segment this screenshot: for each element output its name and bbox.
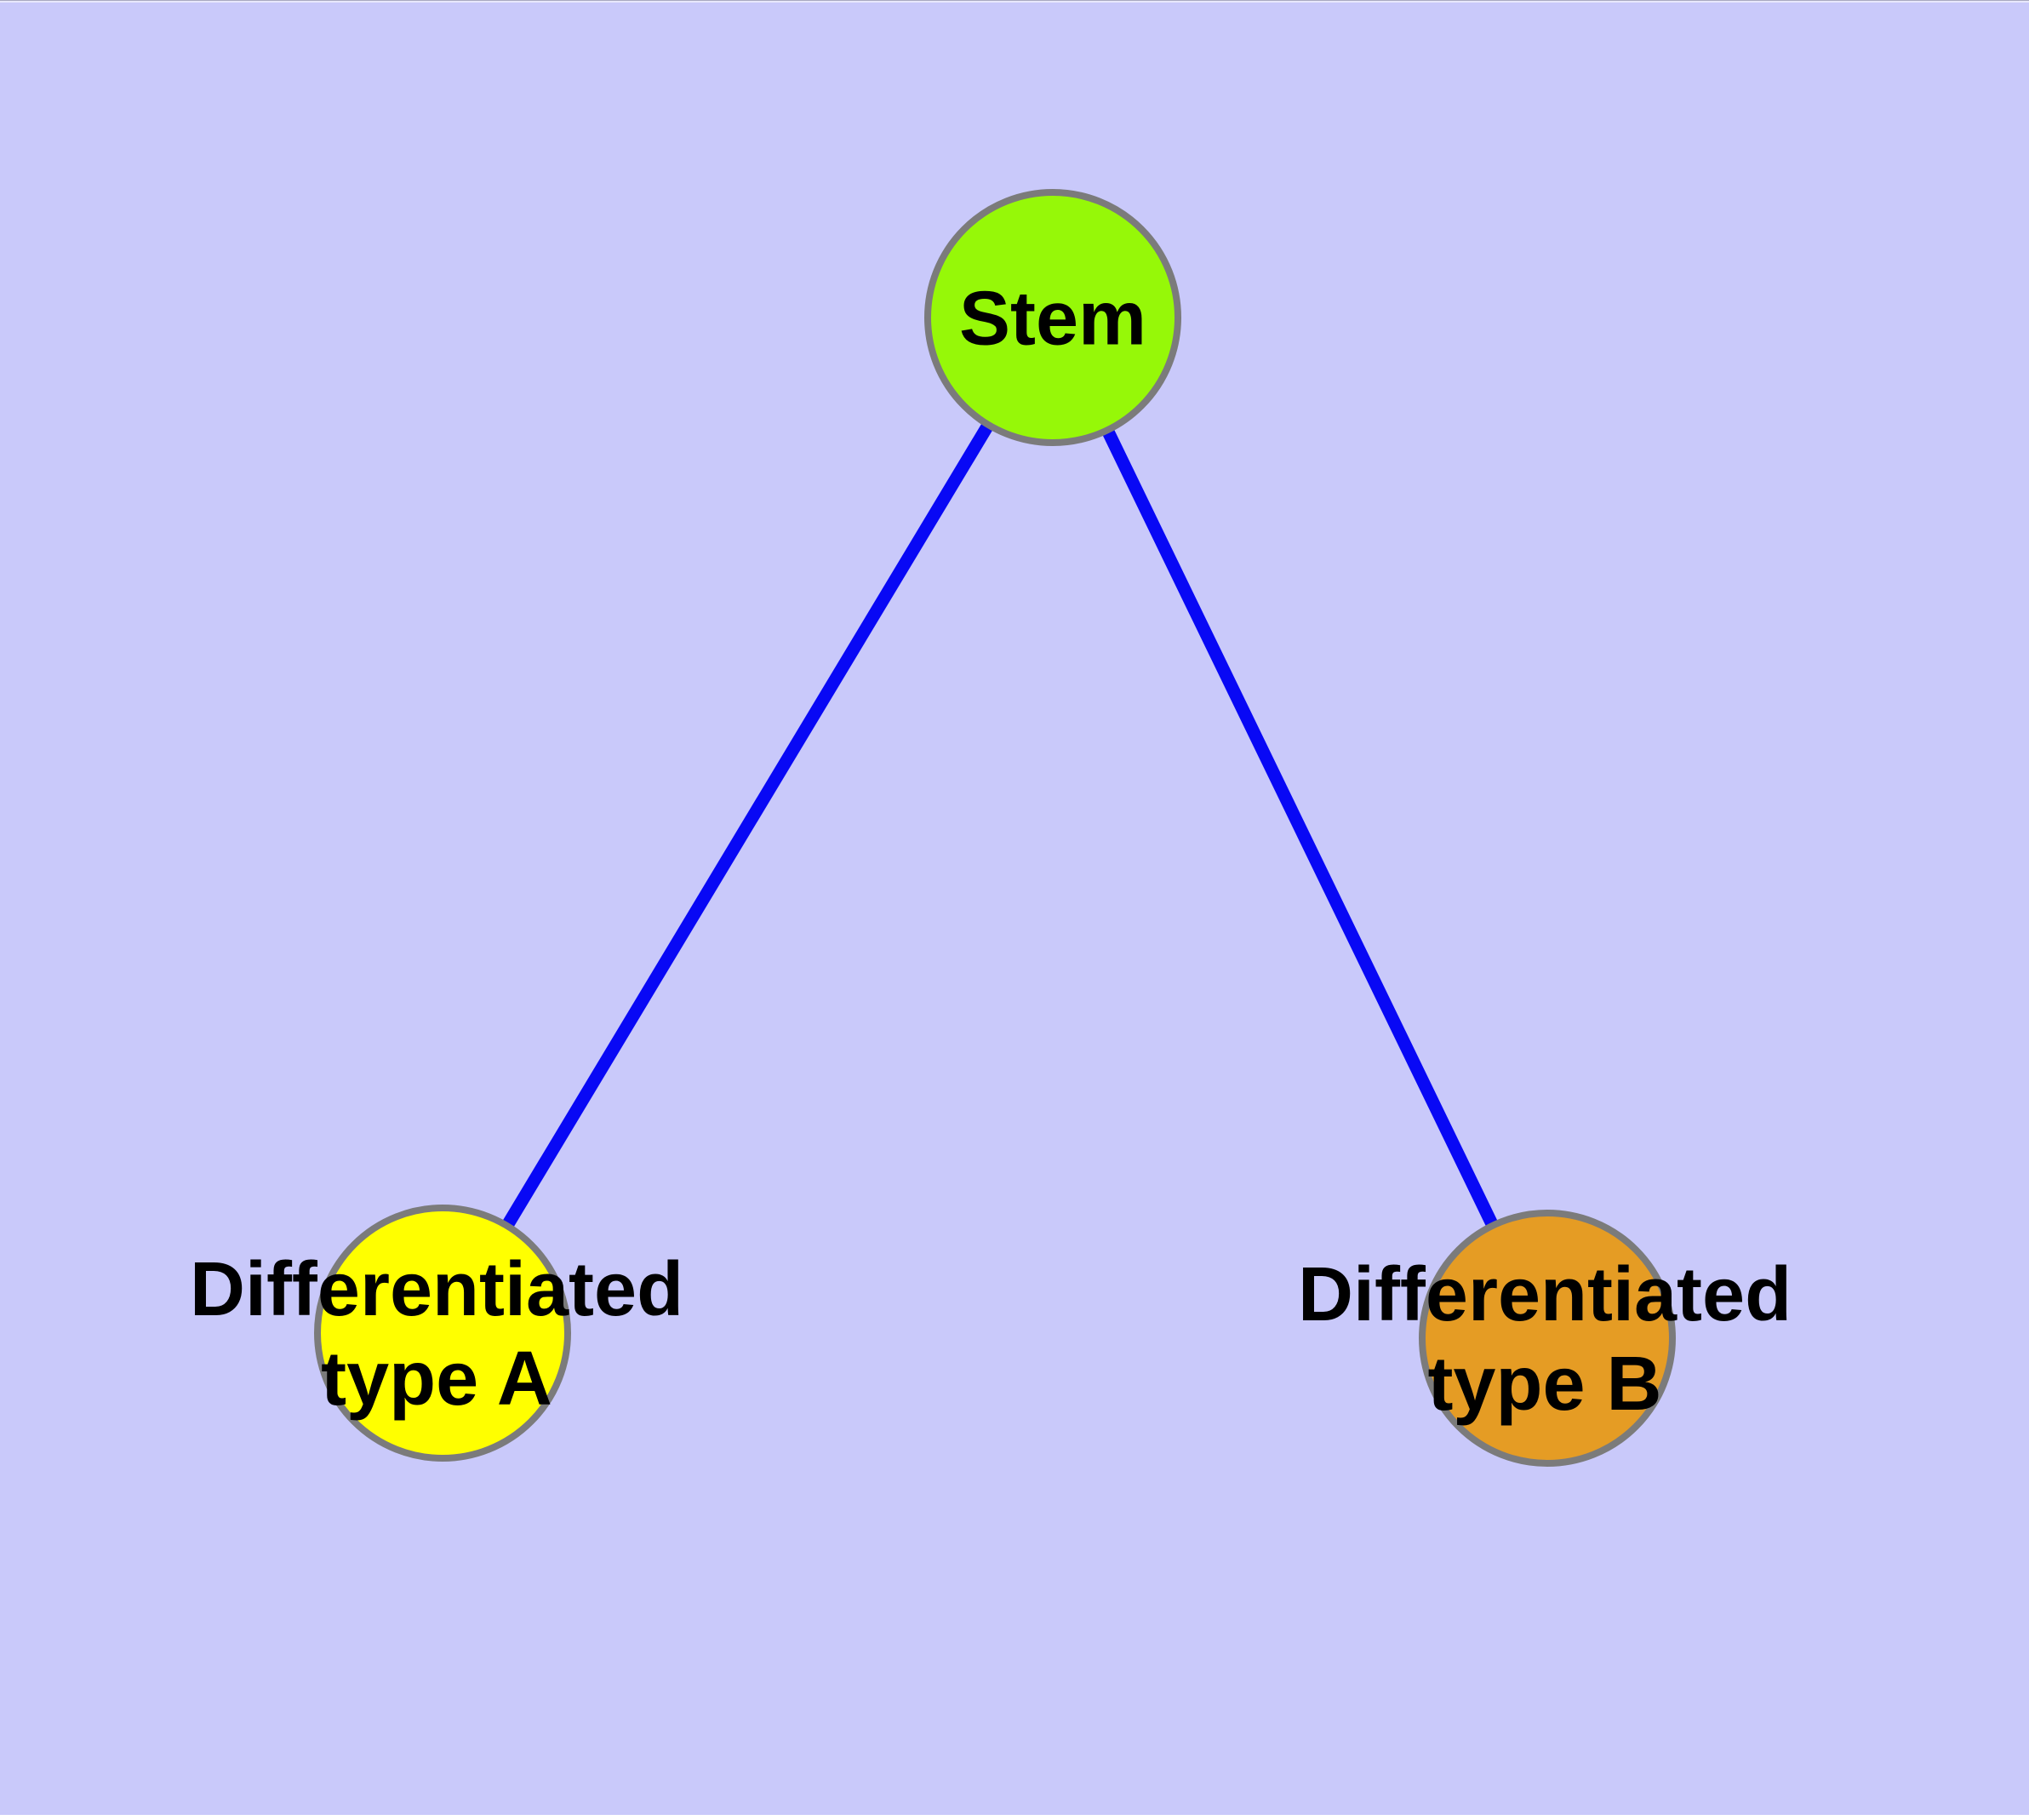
window-bottom-edge	[0, 1815, 2029, 1820]
edge-stem-to-type-b	[1047, 314, 1553, 1342]
node-differentiated-type-b	[1419, 1210, 1676, 1467]
node-differentiated-type-a-label: Differentiated type A	[189, 1247, 684, 1422]
edge-layer	[437, 314, 1553, 1342]
window-top-edge	[0, 0, 2029, 3]
node-differentiated-type-a	[314, 1205, 571, 1462]
diagram-canvas: Stem Differentiated type A Differentiate…	[0, 3, 2029, 1815]
edge-stem-to-type-a	[437, 314, 1059, 1336]
node-stem-label: Stem	[958, 276, 1147, 362]
node-stem	[924, 189, 1181, 446]
node-differentiated-type-b-label: Differentiated type B	[1297, 1252, 1792, 1427]
